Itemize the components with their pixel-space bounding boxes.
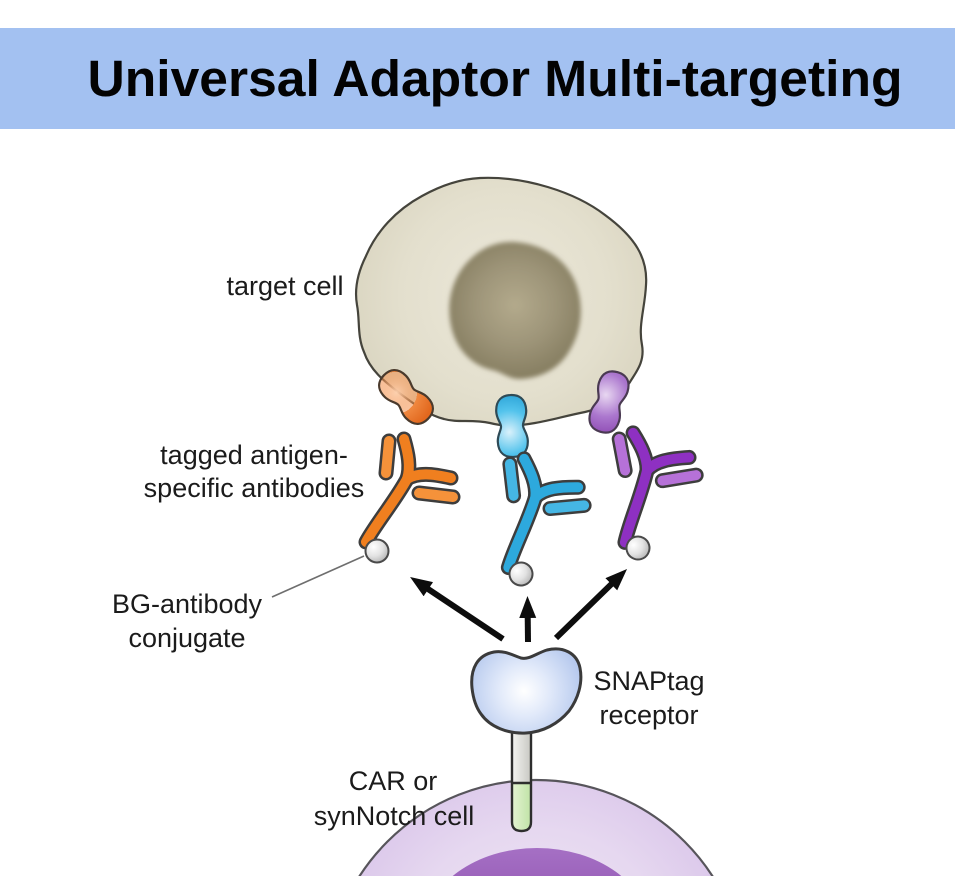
target-cell-nucleus [449, 241, 581, 379]
label-snaptag-receptor: SNAPtag receptor [593, 666, 704, 730]
svg-text:conjugate: conjugate [128, 623, 245, 653]
antigen-blue [494, 393, 530, 459]
svg-text:BG-antibody: BG-antibody [112, 589, 263, 619]
antibody-orange [366, 439, 454, 563]
label-bg-conjugate: BG-antibody conjugate [112, 589, 263, 653]
label-tagged-antibodies: tagged antigen- specific antibodies [144, 440, 365, 503]
svg-text:tagged antigen-: tagged antigen- [160, 440, 348, 470]
arrow-left [410, 577, 505, 642]
target-cell [354, 176, 648, 427]
svg-text:receptor: receptor [599, 700, 698, 730]
page-title: Universal Adaptor Multi-targeting [88, 50, 903, 107]
car-cell-nucleus [452, 848, 622, 876]
label-car-cell: CAR or synNotch cell [314, 766, 475, 831]
car-cell [358, 778, 714, 876]
antibody-purple [596, 419, 714, 562]
svg-text:SNAPtag: SNAPtag [593, 666, 704, 696]
car-cell-body [358, 778, 714, 876]
adaptor-arrows [410, 568, 628, 643]
svg-text:synNotch cell: synNotch cell [314, 801, 475, 831]
svg-text:specific antibodies: specific antibodies [144, 473, 365, 503]
bg-conjugate-leader-line [271, 555, 365, 598]
antibody-blue [486, 449, 597, 588]
svg-text:CAR or: CAR or [349, 766, 438, 796]
label-target-cell: target cell [226, 271, 343, 301]
receptor-stalk [510, 727, 533, 833]
snaptag-receptor-body [470, 647, 583, 735]
arrow-right [553, 568, 628, 641]
title-banner [0, 28, 955, 129]
